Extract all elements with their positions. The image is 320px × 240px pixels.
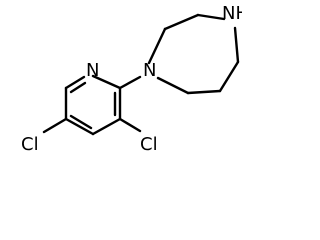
bond-diazepane-3	[196, 13, 226, 21]
bond-diazepane-5	[218, 60, 240, 93]
bond-linker	[118, 75, 142, 90]
bond-diazepane-7	[156, 76, 190, 95]
chemical-structure: NH N N Cl Cl	[21, 3, 242, 155]
atom-label-pyridine-nitrogen: N	[86, 60, 99, 81]
atom-label-ring-nitrogen: N	[143, 60, 156, 81]
bond-pyridine-c4-c5	[64, 117, 95, 136]
bond-diazepane-6	[186, 89, 222, 95]
atom-label-chlorine-left: Cl	[21, 134, 39, 155]
bond-diazepane-1	[147, 27, 167, 65]
atom-label-nh: NH	[222, 3, 242, 24]
diazepane-ring	[147, 13, 240, 95]
bond-pyridine-c6-n1-inner	[69, 81, 87, 94]
pyridine-ring	[64, 74, 122, 136]
bond-diazepane-2	[163, 13, 200, 31]
bond-diazepane-4	[233, 26, 240, 64]
bond-pyridine-c4-c5-inner	[69, 114, 93, 130]
bond-pyridine-n1-c2	[91, 74, 122, 90]
bond-pyridine-c3-c4	[91, 117, 122, 136]
bond-c5-cl	[42, 117, 68, 134]
atom-label-chlorine-right: Cl	[140, 134, 158, 155]
bond-c3-cl	[118, 117, 142, 133]
bond-pyridine-c6-n1	[64, 75, 86, 90]
